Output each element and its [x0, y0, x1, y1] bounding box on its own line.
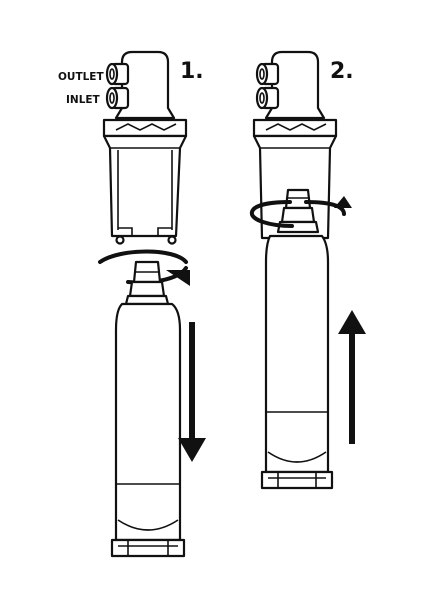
- outlet-port-1: [105, 62, 130, 86]
- arrow-up-icon: [349, 330, 355, 444]
- arrow-up-2: [338, 310, 366, 444]
- inlet-port-1: [105, 86, 130, 110]
- rotate-arrow-icon: [98, 249, 188, 264]
- filter-cartridge-2: [260, 188, 334, 490]
- step-1-number: 1.: [180, 59, 204, 84]
- rotate-arrow-2: [250, 196, 352, 228]
- inlet-label: INLET: [66, 94, 101, 106]
- step-2-number: 2.: [330, 59, 354, 84]
- arrow-down-icon: [189, 322, 195, 442]
- filter-head-1: [102, 50, 188, 245]
- step-1-group: 1. OUTLET INLET: [58, 50, 206, 558]
- outlet-label: OUTLET: [58, 71, 104, 83]
- rotate-arrow-1: [98, 249, 190, 286]
- step-2-group: 2.: [250, 50, 366, 490]
- arrow-down-1: [178, 322, 206, 462]
- filter-cartridge-1: [110, 260, 186, 558]
- inlet-port-2: [255, 86, 280, 110]
- outlet-port-2: [255, 62, 280, 86]
- rotate-arrow-icon: [250, 200, 294, 228]
- filter-head-2: [252, 50, 338, 240]
